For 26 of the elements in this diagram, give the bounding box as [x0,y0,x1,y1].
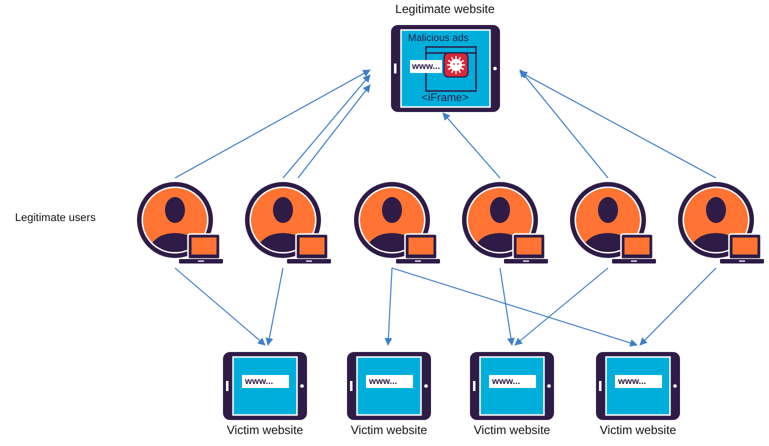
arrow [174,268,266,346]
address-bar: www... [242,375,289,388]
arrow [499,268,515,346]
node-label: Victim website [598,423,678,437]
arrow [639,268,716,346]
arrow [282,74,370,178]
node-label: Victim website [226,423,304,437]
arrow [392,267,638,347]
arrow [174,70,371,178]
address-bar: www... [489,375,536,388]
address-bar: www... [615,375,662,388]
address-bar: www... [410,60,442,73]
tablet-text: Malicious ads [408,33,469,44]
address-bar: www... [366,375,413,388]
arrow [266,268,284,346]
arrow [519,72,716,178]
arrow [298,84,370,178]
node-label: Victim website [350,423,428,437]
arrow [384,268,393,346]
node-label: Victim website [472,423,552,437]
node-title: Legitimate website [394,2,496,16]
row-label: Legitimate users [15,212,96,224]
tablet-text: <iFrame> [420,92,470,104]
arrow [520,69,608,178]
arrow [442,112,500,178]
arrow [514,268,608,346]
